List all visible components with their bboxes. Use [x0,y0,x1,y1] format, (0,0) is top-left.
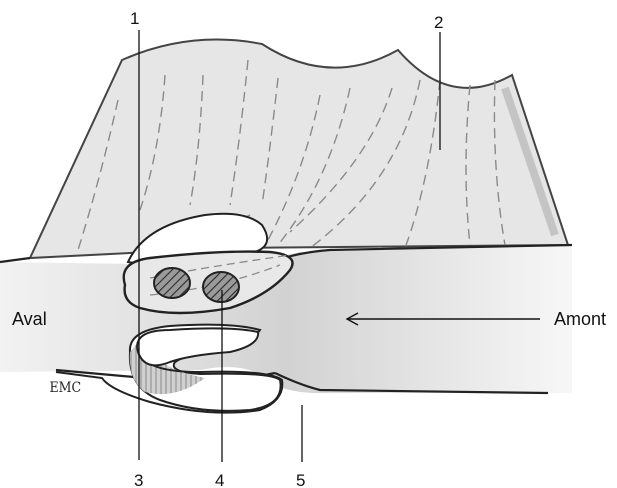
emc-logo: EMC [50,380,82,396]
label-5: 5 [296,471,305,488]
label-2: 2 [434,13,443,32]
label-amont: Amont [554,309,606,329]
label-1: 1 [130,9,139,28]
vessel-right [203,272,239,302]
vessel-left [154,268,190,298]
label-aval: Aval [12,309,47,329]
label-4: 4 [215,471,224,488]
membrane [30,40,568,258]
label-3: 3 [134,471,143,488]
